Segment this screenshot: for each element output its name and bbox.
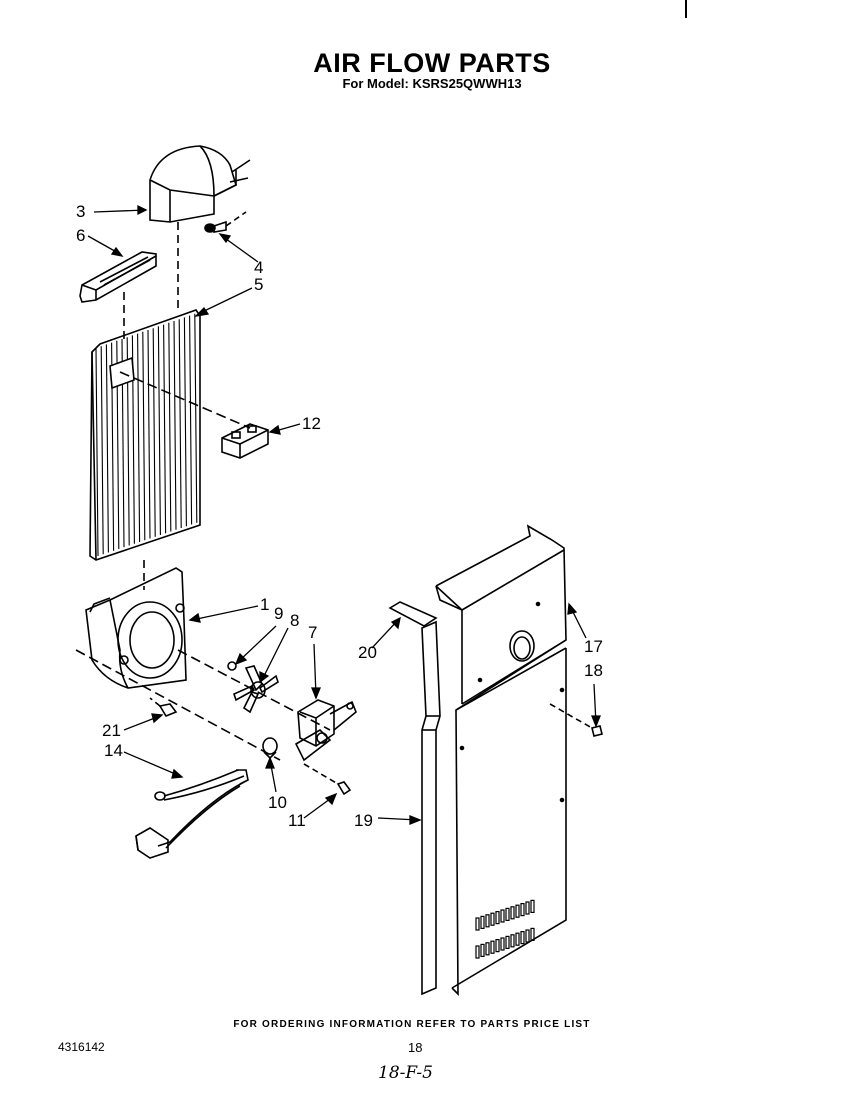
callout-19: 19 xyxy=(354,811,373,830)
callout-10: 10 xyxy=(268,793,287,812)
ordering-note: FOR ORDERING INFORMATION REFER TO PARTS … xyxy=(233,1019,591,1030)
part-1-fan-shroud xyxy=(85,567,187,689)
callout-14: 14 xyxy=(104,741,123,760)
callout-9: 9 xyxy=(274,604,284,623)
page-title: AIR FLOW PARTS xyxy=(313,48,551,78)
part-7-fan-motor xyxy=(294,699,357,762)
callout-5: 5 xyxy=(254,275,264,294)
part-6-grille xyxy=(79,251,157,303)
part-4-screw xyxy=(204,211,247,233)
part-18-screw xyxy=(549,703,603,737)
part-14-wire-harness xyxy=(135,769,249,859)
part-12-bracket xyxy=(221,423,269,459)
callout-1: 1 xyxy=(260,595,270,614)
callout-8: 8 xyxy=(290,611,300,630)
callout-17: 17 xyxy=(584,637,603,656)
callout-18: 18 xyxy=(584,661,603,680)
callout-12: 12 xyxy=(302,414,321,433)
part-17-rear-panel xyxy=(435,524,567,996)
part-21-screw xyxy=(149,697,178,717)
callout-20: 20 xyxy=(358,643,377,662)
page-number: 18 xyxy=(408,1040,423,1055)
part-20-gasket xyxy=(388,601,438,627)
callout-4: 4 xyxy=(254,258,264,277)
part-19-side-duct xyxy=(421,620,441,996)
model-subtitle: For Model: KSRS25QWWH13 xyxy=(342,76,522,91)
callout-7: 7 xyxy=(308,623,318,642)
callout-6: 6 xyxy=(76,226,86,245)
handwritten-note: 18-F-5 xyxy=(378,1063,433,1083)
document-number: 4316142 xyxy=(58,1040,105,1054)
part-8-fan-blade xyxy=(227,661,279,714)
callout-11: 11 xyxy=(288,811,306,830)
part-10-grommet xyxy=(262,737,278,760)
callout-leaders xyxy=(87,204,601,825)
part-3-duct-cap xyxy=(149,145,251,223)
callout-3: 3 xyxy=(76,202,86,221)
callout-21: 21 xyxy=(102,721,121,740)
part-11-screw xyxy=(303,763,352,796)
part-5-evaporator-cover xyxy=(89,309,251,561)
